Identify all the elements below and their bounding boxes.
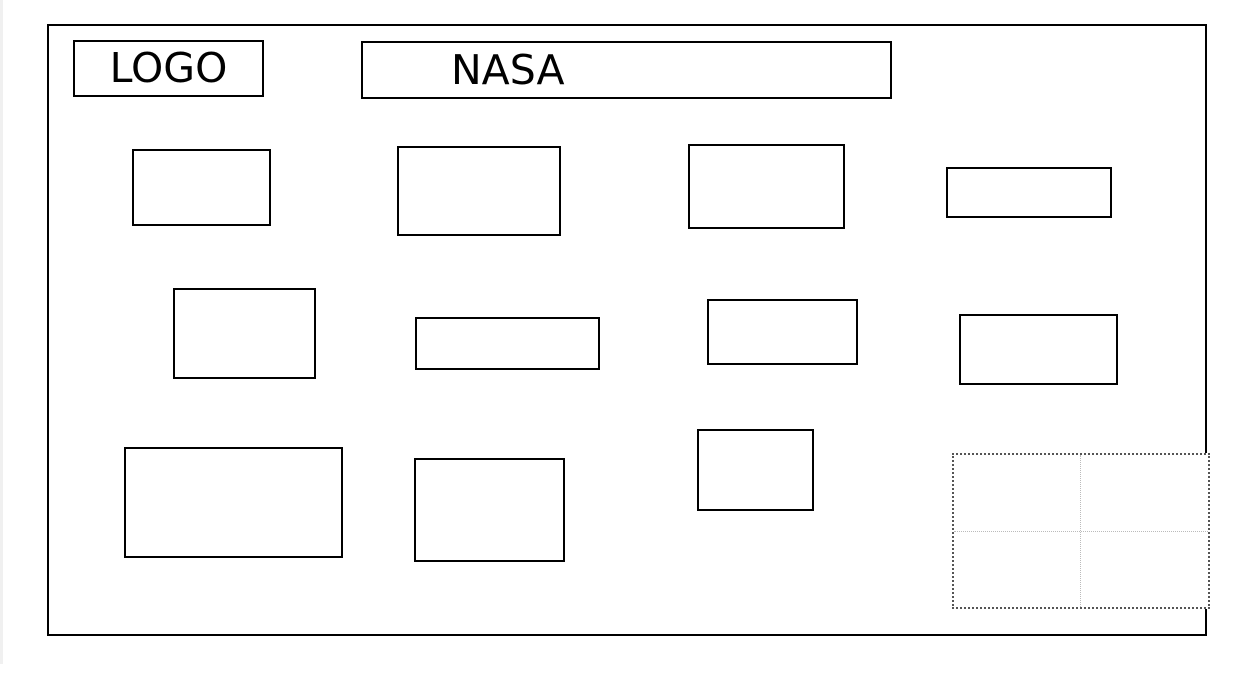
left-edge-strip <box>0 0 3 664</box>
content-box-r3-c2 <box>414 458 565 562</box>
logo-box: LOGO <box>73 40 264 97</box>
content-box-r1-c3 <box>688 144 845 229</box>
content-box-r2-c1 <box>173 288 316 379</box>
title-bar: NASA <box>361 41 892 99</box>
placeholder-box-r3-c4 <box>952 453 1210 609</box>
content-box-r2-c4 <box>959 314 1118 385</box>
content-box-r1-c2 <box>397 146 561 236</box>
content-box-r1-c4 <box>946 167 1112 218</box>
content-box-r3-c1 <box>124 447 343 558</box>
title-label: NASA <box>451 45 565 94</box>
content-box-r2-c2 <box>415 317 600 370</box>
placeholder-guide-horizontal <box>954 531 1208 532</box>
content-box-r3-c3 <box>697 429 814 511</box>
wireframe-page <box>47 24 1207 636</box>
content-box-r2-c3 <box>707 299 858 365</box>
logo-label: LOGO <box>109 44 228 92</box>
content-box-r1-c1 <box>132 149 271 226</box>
